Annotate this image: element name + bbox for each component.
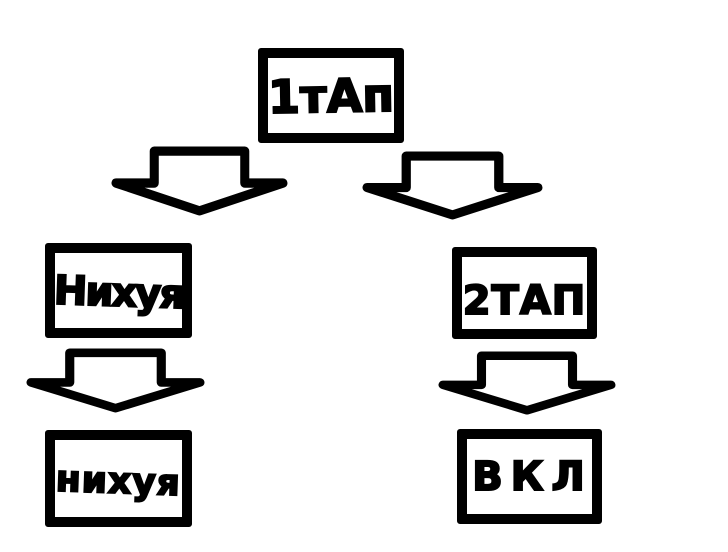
flow-node-result-left: нихуя (45, 430, 192, 527)
block-arrow-down-svg (111, 146, 288, 216)
flow-node-result-right-label: ВКЛ (471, 453, 593, 500)
block-arrow-down-icon (438, 351, 616, 415)
block-arrow-down-path (438, 351, 616, 415)
block-arrow-down-svg (438, 351, 616, 415)
flow-node-branch-left: Нихуя (45, 243, 192, 338)
block-arrow-down-icon (111, 146, 288, 216)
flow-node-root: 1тАп (258, 48, 404, 143)
flow-node-branch-right: 2ТАП (452, 247, 597, 339)
block-arrow-down-icon (362, 151, 543, 220)
block-arrow-down-path (26, 348, 205, 413)
flow-node-root-label: 1тАп (267, 66, 396, 124)
flow-node-branch-left-label: Нихуя (52, 266, 185, 318)
block-arrow-down-svg (26, 348, 205, 413)
block-arrow-down-icon (26, 348, 205, 413)
flow-node-branch-right-label: 2ТАП (462, 278, 587, 324)
block-arrow-down-path (111, 146, 288, 216)
flow-node-result-left-label: нихуя (54, 457, 182, 504)
block-arrow-down-svg (362, 151, 543, 220)
flow-node-result-right: ВКЛ (457, 429, 602, 524)
block-arrow-down-path (362, 151, 543, 220)
